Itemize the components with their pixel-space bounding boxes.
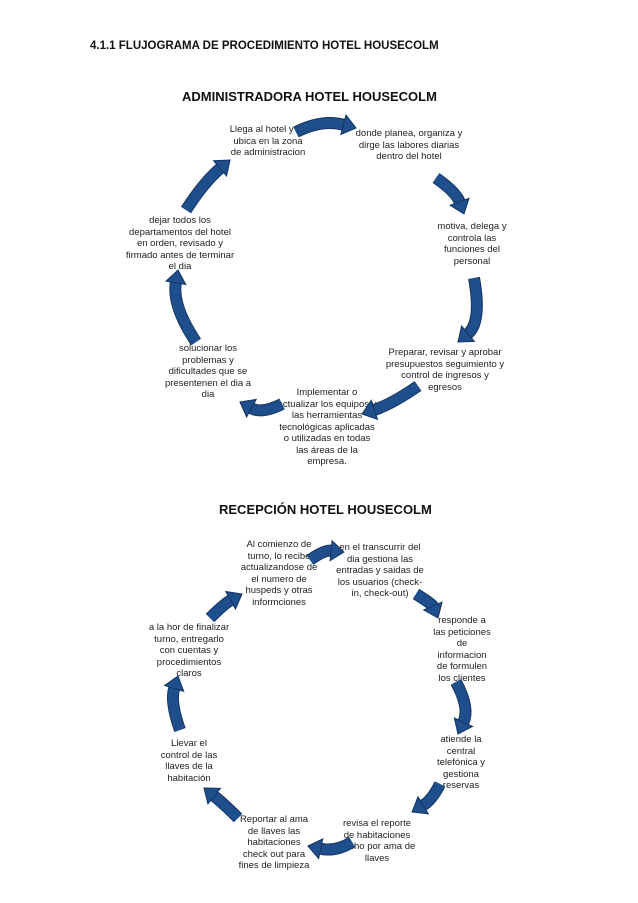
admin-step-budget: Preparar, revisar y aprobar presupuestos… [385, 347, 505, 393]
reception-arrow-6 [203, 787, 243, 823]
admin-arrow-2 [432, 173, 470, 215]
reception-step-phone: atiende la central telefónica y gestiona… [436, 734, 486, 791]
admin-cycle-title: ADMINISTRADORA HOTEL HOUSECOLM [182, 89, 437, 104]
admin-step-close-day: dejar todos los departamentos del hotel … [125, 215, 235, 272]
reception-step-shift-start: Al comienzo de turno, lo recibe actualiz… [240, 539, 318, 608]
reception-step-keys: Llevar el control de las llaves de la ha… [160, 738, 218, 784]
reception-arrow-3 [450, 679, 474, 735]
reception-arrow-4 [411, 781, 446, 815]
admin-step-arrive: Llega al hotel y se ubica en la zona de … [229, 124, 307, 158]
admin-step-technology: Implementar o actualizar los equipos y l… [277, 387, 377, 467]
admin-step-plan: donde planea, organiza y dirge las labor… [355, 128, 463, 162]
admin-arrow-6 [164, 269, 202, 346]
admin-step-solve: solucionar los problemas y dificultades … [164, 343, 252, 400]
admin-arrow-4 [361, 381, 422, 421]
reception-step-requests: responde a las peticiones de informacion… [433, 615, 491, 684]
reception-arrow-8 [205, 590, 243, 623]
admin-step-motivate: motiva, delega y controla las funciones … [437, 221, 507, 267]
reception-arrow-5 [307, 836, 356, 860]
reception-arrow-7 [163, 675, 186, 733]
admin-arrow-5 [239, 398, 285, 419]
admin-arrow-3 [457, 276, 483, 343]
reception-arrow-1 [306, 539, 345, 565]
admin-arrow-1 [293, 113, 357, 138]
reception-step-checkin: en el transcurrir del dia gestiona las e… [336, 542, 424, 599]
reception-step-report-checkout: Reportar al ama de llaves las habitacion… [238, 814, 310, 871]
admin-arrow-7 [180, 159, 231, 214]
reception-step-shift-end: a la hor de finalizar turno, entregarlo … [148, 622, 230, 679]
page-heading: 4.1.1 FLUJOGRAMA DE PROCEDIMIENTO HOTEL … [90, 40, 439, 52]
reception-arrow-2 [412, 588, 443, 619]
reception-cycle-title: RECEPCIÓN HOTEL HOUSECOLM [219, 502, 432, 517]
